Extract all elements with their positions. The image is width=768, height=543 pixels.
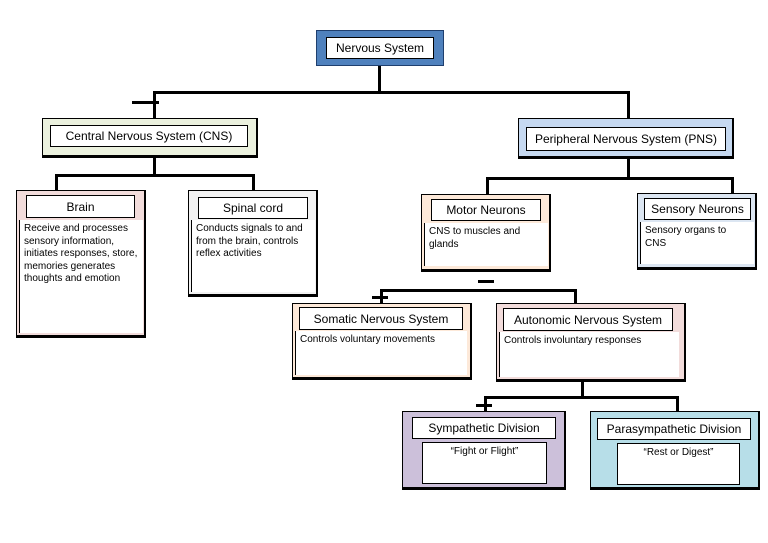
parasympathetic-description: “Rest or Digest” xyxy=(617,443,740,485)
connector-to-motor xyxy=(486,177,489,195)
autonomic-description: Controls involuntary responses xyxy=(499,332,679,377)
spinal-cord-title: Spinal cord xyxy=(198,197,308,219)
sensory-neurons-title: Sensory Neurons xyxy=(644,198,751,220)
connector-to-spinal xyxy=(252,174,255,191)
spinal-cord-description: Conducts signals to and from the brain, … xyxy=(191,220,315,292)
somatic-node: Somatic Nervous System Controls voluntar… xyxy=(292,303,472,380)
parasympathetic-title: Parasympathetic Division xyxy=(597,418,751,440)
brain-title: Brain xyxy=(26,195,135,218)
connector-to-sensory xyxy=(731,177,734,194)
connector-to-somatic xyxy=(380,289,383,304)
sympathetic-description: “Fight or Flight” xyxy=(422,442,547,484)
motor-neurons-description: CNS to muscles and glands xyxy=(424,223,548,266)
root-node: Nervous System xyxy=(316,30,444,66)
connector-root-down xyxy=(378,65,381,93)
connector-to-cns xyxy=(153,91,156,119)
spinal-cord-node: Spinal cord Conducts signals to and from… xyxy=(188,190,318,297)
connector-pns-bar xyxy=(486,177,734,180)
sensory-neurons-node: Sensory Neurons Sensory organs to CNS xyxy=(637,193,757,270)
sensory-neurons-description: Sensory organs to CNS xyxy=(640,222,754,264)
connector-to-parasympathetic xyxy=(676,396,679,412)
connector-to-sympathetic xyxy=(484,396,487,412)
sympathetic-node: Sympathetic Division “Fight or Flight” xyxy=(402,411,566,490)
connector-to-brain xyxy=(55,174,58,191)
connector-motor-bar xyxy=(380,289,577,292)
connector-cns-down xyxy=(153,158,156,175)
connector-top-bar xyxy=(153,91,630,94)
connector-cns-bar xyxy=(55,174,255,177)
connector-autonomic-bar xyxy=(484,396,679,399)
connector-pns-down xyxy=(627,159,630,178)
somatic-title: Somatic Nervous System xyxy=(299,307,463,330)
root-title: Nervous System xyxy=(326,37,434,59)
autonomic-node: Autonomic Nervous System Controls involu… xyxy=(496,303,686,382)
somatic-description: Controls voluntary movements xyxy=(295,331,467,375)
connector-mark xyxy=(478,280,494,283)
connector-autonomic-down xyxy=(581,381,584,398)
parasympathetic-node: Parasympathetic Division “Rest or Digest… xyxy=(590,411,760,490)
cns-node: Central Nervous System (CNS) xyxy=(42,118,258,158)
brain-description: Receive and processes sensory informatio… xyxy=(19,220,143,333)
pns-title: Peripheral Nervous System (PNS) xyxy=(526,127,726,151)
sympathetic-title: Sympathetic Division xyxy=(412,417,556,439)
brain-node: Brain Receive and processes sensory info… xyxy=(16,190,146,338)
connector-mark xyxy=(132,101,159,104)
pns-node: Peripheral Nervous System (PNS) xyxy=(518,118,734,159)
cns-title: Central Nervous System (CNS) xyxy=(50,125,248,147)
connector-to-pns xyxy=(627,91,630,119)
autonomic-title: Autonomic Nervous System xyxy=(503,308,673,331)
connector-to-autonomic xyxy=(574,289,577,304)
motor-neurons-node: Motor Neurons CNS to muscles and glands xyxy=(421,194,551,272)
motor-neurons-title: Motor Neurons xyxy=(431,199,541,221)
